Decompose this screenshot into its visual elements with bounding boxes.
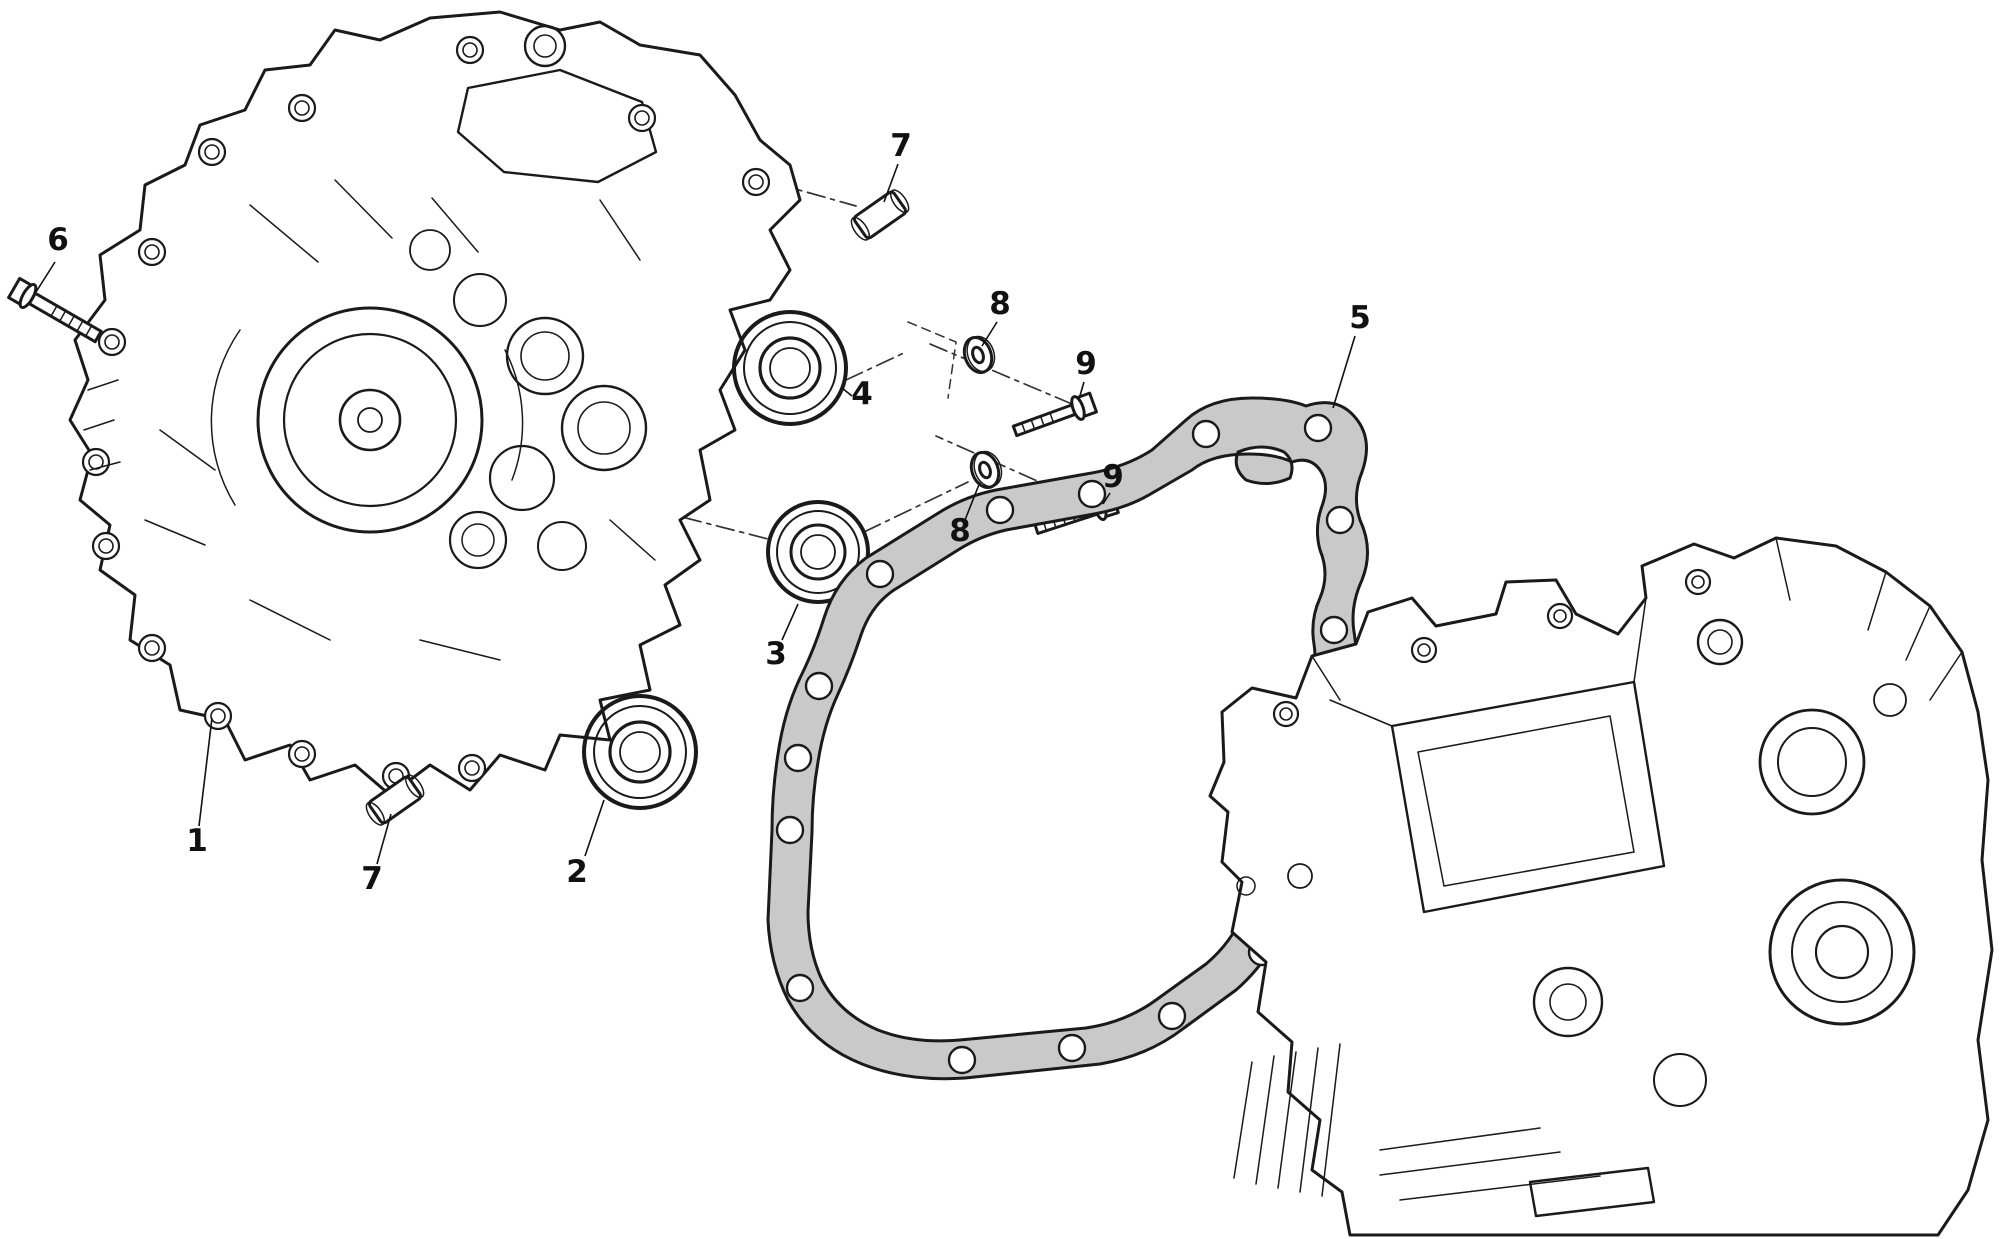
crank-bore (210, 306, 524, 534)
callout-leader-3-4 (781, 603, 799, 641)
flange-bolt-9-upper (1011, 391, 1098, 438)
right-case-ribs (1233, 537, 1963, 1218)
interior-window-frame (1311, 597, 1666, 914)
callout-leader-8-7 (981, 321, 998, 347)
callout-number-1-1: 1 (186, 823, 208, 859)
casting-detail-lines (83, 179, 656, 661)
callout-leader-7-6 (883, 163, 899, 203)
flange-bolt-holes (81, 35, 771, 791)
ball-bearing-3 (766, 500, 870, 604)
callout-number-7-6: 7 (890, 128, 912, 164)
callout-number-2-3: 2 (566, 854, 588, 890)
right-crankcase-half (1208, 536, 1994, 1237)
callout-leader-7-2 (376, 813, 392, 865)
callout-number-5-11: 5 (1349, 300, 1371, 336)
flange-bolt-6 (7, 276, 103, 344)
callout-leader-4-5 (841, 387, 853, 397)
ball-bearing-2 (582, 694, 698, 810)
dowel-pin-lower (365, 774, 425, 826)
callout-number-4-5: 4 (851, 376, 873, 412)
filler-cap-boss (523, 24, 567, 68)
callout-leader-6-0 (35, 261, 56, 293)
callout-leader-1-1 (198, 717, 213, 827)
dowel-pin-upper (850, 189, 910, 241)
callout-number-7-2: 7 (361, 861, 383, 897)
washer-lower (969, 450, 1003, 489)
callout-number-6-0: 6 (47, 222, 69, 258)
callout-leader-9-10 (1102, 492, 1111, 505)
callout-number-9-8: 9 (1075, 346, 1097, 382)
callout-number-8-7: 8 (989, 286, 1011, 322)
callout-number-8-9: 8 (949, 513, 971, 549)
internal-bores (409, 229, 648, 571)
top-opening (456, 68, 658, 184)
callout-leader-8-9 (964, 481, 981, 521)
callout-number-9-10: 9 (1102, 459, 1124, 495)
callout-leader-5-11 (1332, 335, 1356, 409)
right-case-bores (1236, 618, 1916, 1107)
callout-leader-2-3 (584, 799, 605, 857)
ball-bearing-4 (732, 310, 848, 426)
left-crankcase-half (68, 10, 802, 797)
washer-upper (962, 335, 996, 374)
callout-leader-9-8 (1078, 381, 1085, 400)
right-case-bolt-holes (1272, 568, 1712, 728)
callouts-layer: 6 1 7 2 3 4 7 8 9 8 9 5 (35, 128, 1371, 897)
callout-number-3-4: 3 (765, 636, 787, 672)
